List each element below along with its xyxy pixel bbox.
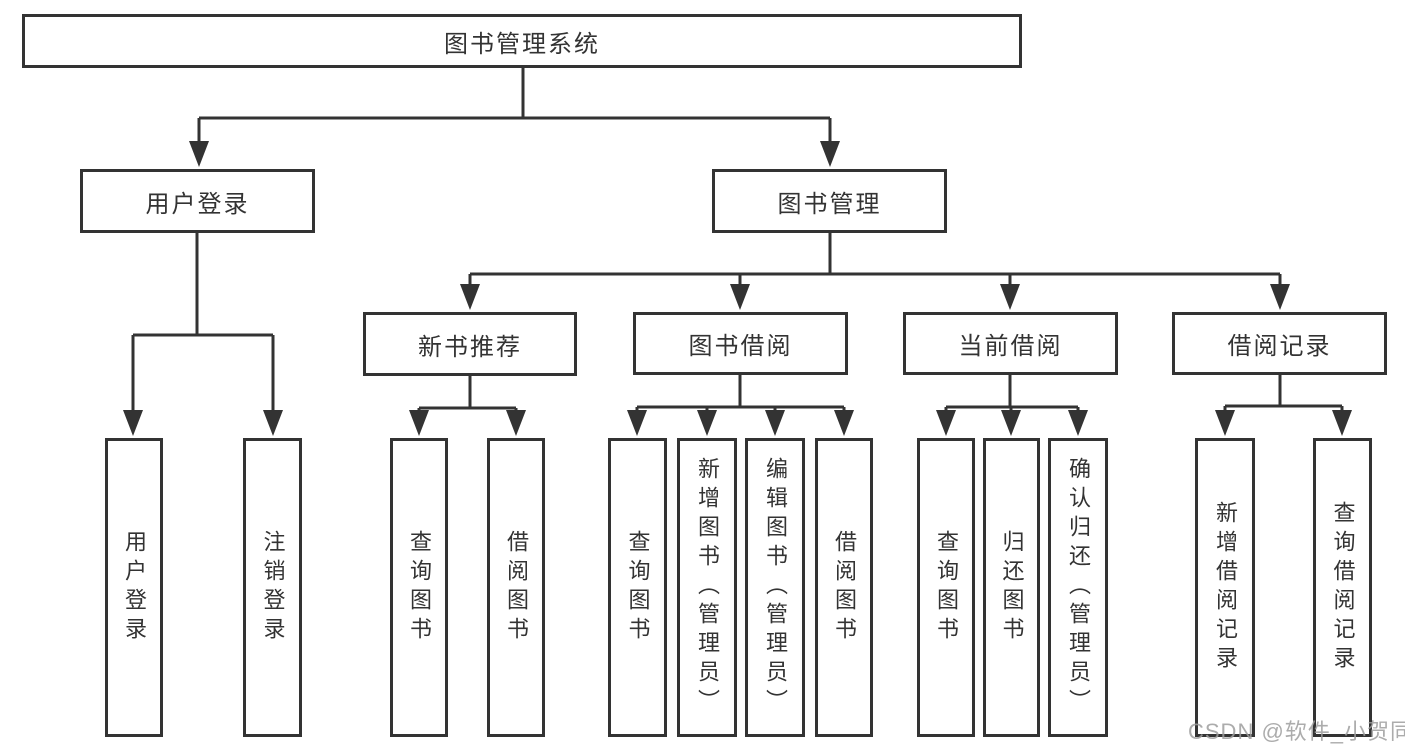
leaf-add-book-admin: 新增图书（管理员） <box>677 438 737 737</box>
leaf-borrow-borrow-books-label: 借阅图书 <box>832 529 857 646</box>
leaf-logout: 注销登录 <box>243 438 302 737</box>
arrowheads-book-borrow-group <box>627 410 854 436</box>
connector-book-borrow-group <box>635 375 846 413</box>
leaf-add-borrow-record-label: 新增借阅记录 <box>1213 500 1238 675</box>
connector-current-borrow-group <box>944 375 1080 413</box>
leaf-logout-label: 注销登录 <box>260 529 286 646</box>
leaf-borrow-query-books-label: 查询图书 <box>625 529 651 646</box>
node-borrow-records: 借阅记录 <box>1172 312 1387 375</box>
node-book-mgmt: 图书管理 <box>712 169 947 233</box>
leaf-current-query-books: 查询图书 <box>917 438 975 737</box>
arrowheads-root-to-level2 <box>189 141 840 167</box>
node-current-borrow: 当前借阅 <box>903 312 1118 375</box>
node-new-book-rec-label: 新书推荐 <box>418 333 522 361</box>
node-book-mgmt-label: 图书管理 <box>777 190 882 218</box>
node-user-login: 用户登录 <box>80 169 315 233</box>
leaf-current-query-books-label: 查询图书 <box>934 529 959 646</box>
arrowheads-borrow-records-group <box>1215 410 1352 436</box>
arrowheads-current-borrow-group <box>936 410 1088 436</box>
csdn-watermark: CSDN @软件_小贺同学 <box>1188 719 1405 744</box>
node-user-login-label: 用户登录 <box>145 190 250 218</box>
leaf-edit-book-admin-label: 编辑图书（管理员） <box>763 457 788 718</box>
leaf-query-borrow-record: 查询借阅记录 <box>1313 438 1372 737</box>
leaf-newrec-query-books: 查询图书 <box>390 438 448 737</box>
leaf-borrow-borrow-books: 借阅图书 <box>815 438 873 737</box>
leaf-borrow-query-books: 查询图书 <box>608 438 667 737</box>
node-root-label: 图书管理系统 <box>444 30 600 58</box>
arrowheads-new-book-group <box>409 410 526 436</box>
leaf-newrec-borrow-books: 借阅图书 <box>487 438 545 737</box>
leaf-query-borrow-record-label: 查询借阅记录 <box>1330 500 1356 675</box>
leaf-user-login-label: 用户登录 <box>122 529 147 646</box>
node-book-borrow: 图书借阅 <box>633 312 848 375</box>
connector-book-mgmt-group <box>468 233 1282 286</box>
connector-new-book-group <box>417 376 518 413</box>
arrowheads-user-login-group <box>123 410 283 436</box>
leaf-return-book-label: 归还图书 <box>999 529 1025 646</box>
node-book-borrow-label: 图书借阅 <box>688 333 793 360</box>
arrowheads-book-mgmt-group <box>460 284 1290 310</box>
leaf-add-book-admin-label: 新增图书（管理员） <box>695 457 720 718</box>
node-root: 图书管理系统 <box>22 14 1022 68</box>
leaf-confirm-return-admin: 确认归还（管理员） <box>1048 438 1108 737</box>
connector-borrow-records-group <box>1223 375 1344 413</box>
node-new-book-rec: 新书推荐 <box>363 312 577 376</box>
node-current-borrow-label: 当前借阅 <box>958 333 1063 360</box>
leaf-user-login: 用户登录 <box>105 438 163 737</box>
connector-root-to-level2 <box>197 68 832 143</box>
connector-user-login-group <box>131 233 275 412</box>
leaf-newrec-borrow-books-label: 借阅图书 <box>504 529 529 646</box>
leaf-add-borrow-record: 新增借阅记录 <box>1195 438 1255 737</box>
leaf-edit-book-admin: 编辑图书（管理员） <box>745 438 805 737</box>
node-borrow-records-label: 借阅记录 <box>1227 333 1332 360</box>
leaf-return-book: 归还图书 <box>983 438 1040 737</box>
leaf-newrec-query-books-label: 查询图书 <box>407 529 432 646</box>
leaf-confirm-return-admin-label: 确认归还（管理员） <box>1066 457 1091 718</box>
